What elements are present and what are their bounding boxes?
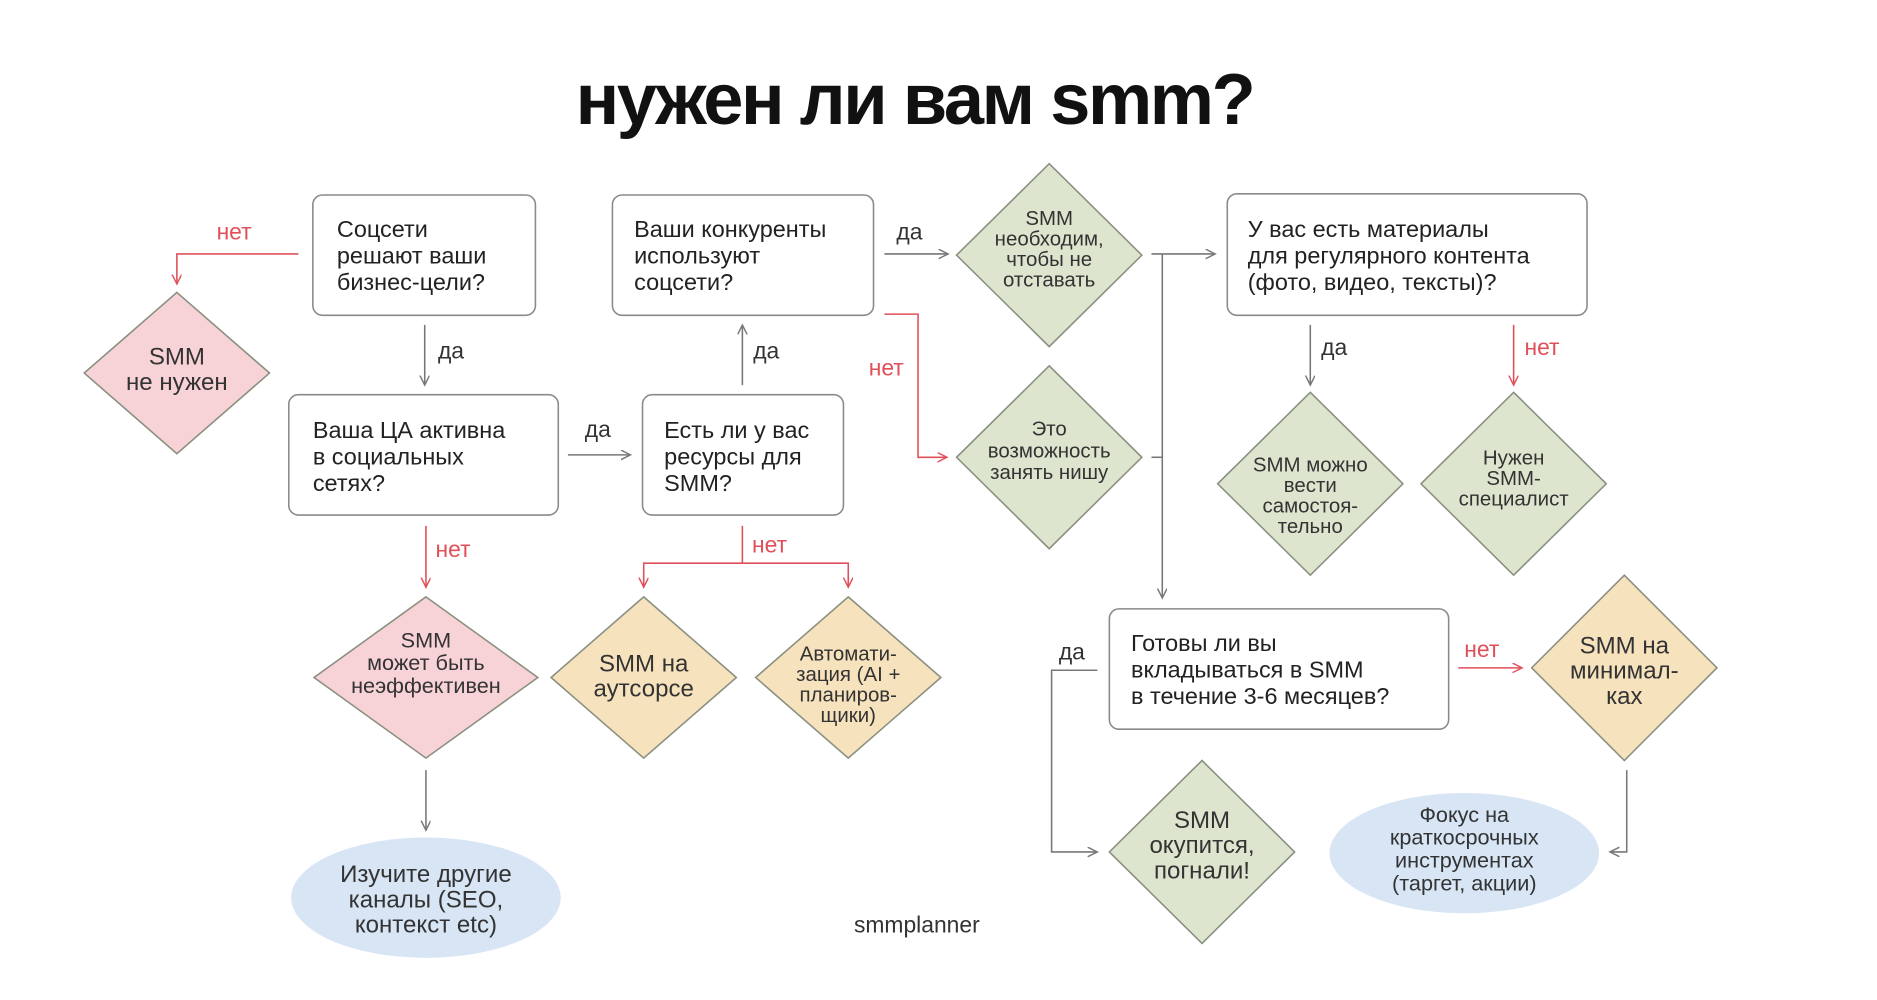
label-yes: да	[1321, 334, 1347, 360]
connectors	[177, 253, 1628, 852]
label-yes: да	[753, 338, 779, 364]
label-no: нет	[1524, 334, 1560, 360]
arrow-no-5-branch	[642, 562, 850, 588]
brand-footer: smmplanner	[854, 912, 980, 938]
arrow-no-2	[884, 313, 947, 457]
label-yes: да	[438, 338, 464, 364]
svg-text:Автомати-зация (AI +планиров-щ: Автомати-зация (AI +планиров-щики)	[796, 643, 900, 727]
arrow-no-1	[177, 253, 299, 284]
label-no: нет	[217, 219, 253, 245]
label-no: нет	[1464, 636, 1500, 662]
label-no: нет	[869, 354, 905, 380]
label-yes: да	[585, 416, 611, 442]
label-no: нет	[752, 531, 788, 557]
result-automation: Автомати-зация (AI +планиров-щики)	[754, 595, 943, 760]
arrow-to-focus	[1610, 770, 1628, 852]
label-yes: да	[896, 219, 922, 245]
page-title: нужен ли вам smm?	[576, 60, 1254, 140]
label-yes: да	[1059, 638, 1085, 664]
arrow-yes-6	[1050, 669, 1098, 852]
label-no: нет	[436, 536, 472, 562]
